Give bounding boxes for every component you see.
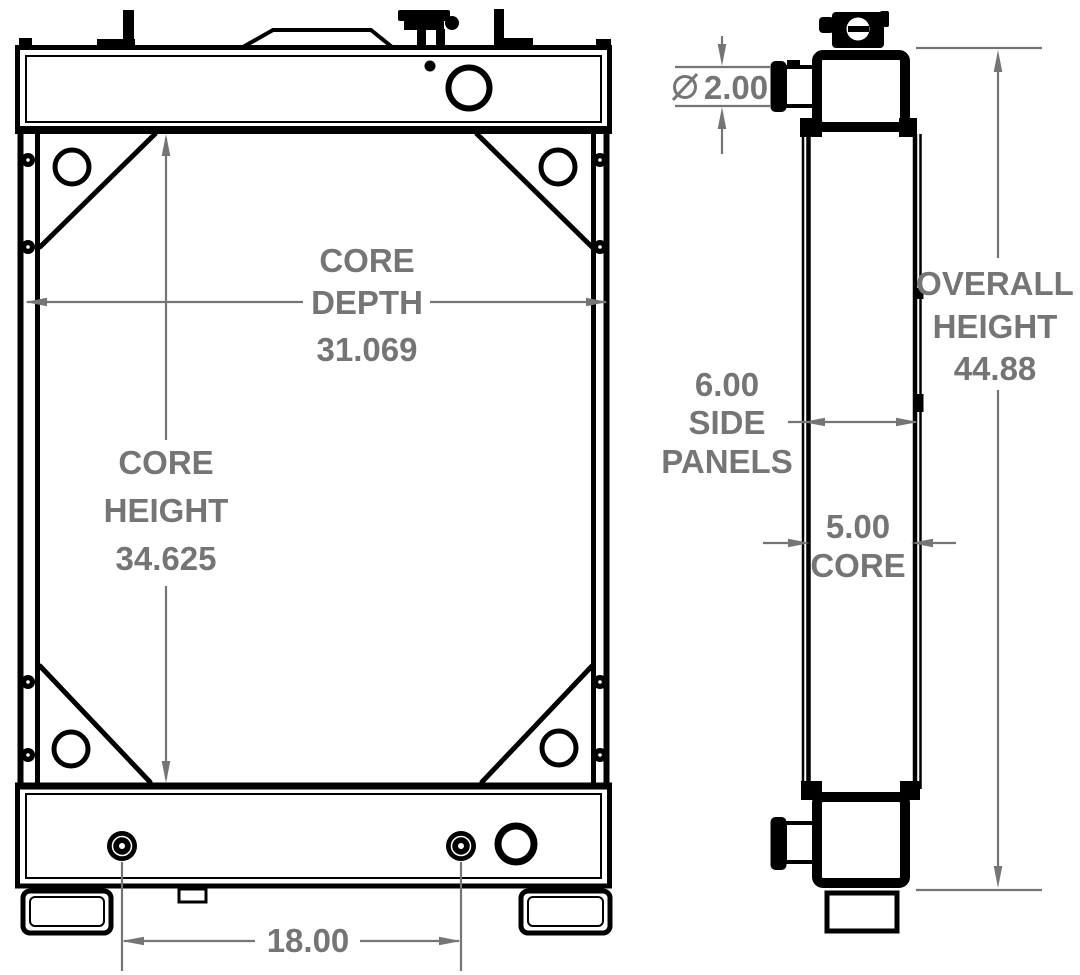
arrowhead-up-icon	[993, 50, 1003, 72]
filler-neck-right	[436, 29, 445, 48]
corner-hole-bottom-right	[539, 728, 579, 768]
arrowhead-left-icon	[25, 297, 47, 307]
core-depth-value: 31.069	[317, 331, 418, 368]
side-panels-label: SIDE	[688, 404, 765, 441]
channel-bolt-centers	[26, 158, 602, 757]
dimension-arrowheads	[25, 44, 1003, 946]
side-panels-value: 6.00	[695, 366, 759, 403]
side-foot	[824, 890, 900, 934]
side-panels-label: PANELS	[661, 443, 792, 480]
diameter-symbol-icon	[671, 72, 699, 102]
front-top-fittings	[19, 9, 611, 48]
arrowhead-left-icon	[803, 417, 825, 427]
gusset-top-right	[474, 131, 595, 250]
gusset-bottom-right	[479, 663, 595, 785]
core-height-label: CORE	[118, 444, 213, 481]
filler-cap-body	[404, 21, 444, 30]
top-tank-hump	[235, 28, 398, 49]
filler-neck-opening	[445, 64, 493, 112]
drain-fitting-left	[107, 831, 137, 861]
arrowhead-right-icon	[788, 538, 810, 548]
filler-neck-left	[417, 29, 426, 48]
overall-height-value: 44.88	[954, 350, 1037, 387]
side-view	[770, 11, 924, 934]
bottom-tab	[177, 887, 208, 904]
tank-corner-tab-left	[19, 38, 32, 47]
vent-hole	[424, 60, 436, 72]
foot-left-inner	[29, 896, 105, 927]
pipe-diameter-value: 2.00	[704, 69, 768, 106]
dimension-lines	[27, 36, 1042, 971]
arrowhead-left-icon	[122, 936, 144, 946]
mounting-bracket-left-base	[97, 39, 135, 48]
side-panel-tab	[914, 394, 924, 412]
tank-corner-tab-right	[596, 39, 611, 47]
gusset-top-left	[37, 131, 158, 250]
arrowhead-down-icon	[993, 866, 1003, 888]
mounting-bracket-right-post	[494, 9, 504, 40]
outlet-pipe-flange	[770, 817, 787, 870]
core-depth-label: CORE	[319, 242, 414, 279]
filler-cap-ear	[445, 16, 459, 30]
side-panel-tab	[914, 288, 924, 299]
core-height-value: 34.625	[116, 540, 217, 577]
foot-right-inner	[527, 896, 604, 927]
corner-hole-top-right	[538, 147, 578, 187]
overall-height-label: OVERALL	[916, 265, 1074, 302]
cap-tab	[880, 11, 889, 27]
side-top-tank	[812, 50, 910, 132]
cap-ear	[819, 17, 834, 33]
top-tank-outline	[15, 45, 612, 134]
core-depth-label: DEPTH	[311, 284, 423, 321]
foot-right	[518, 888, 613, 936]
arrowhead-right-icon	[586, 297, 608, 307]
dimension-labels: CORE DEPTH 31.069 CORE HEIGHT 34.625 18.…	[104, 69, 1074, 959]
mounting-bracket-left-post	[123, 10, 134, 41]
corner-hole-bottom-left	[51, 729, 91, 769]
overall-height-label: HEIGHT	[933, 308, 1058, 345]
drain-fitting-right	[446, 831, 476, 861]
core-height-label: HEIGHT	[104, 492, 229, 529]
arrowhead-up-icon	[161, 134, 171, 156]
core-thickness-value: 5.00	[826, 508, 890, 545]
arrowhead-left-icon	[911, 538, 933, 548]
cap-slot	[848, 26, 869, 32]
front-view	[15, 9, 613, 936]
arrowhead-down-icon	[717, 44, 727, 66]
inlet-pipe-collar	[787, 60, 800, 69]
fitting-spacing-value: 18.00	[267, 922, 350, 959]
bottom-tank-port	[494, 822, 538, 866]
mounting-bracket-right-base	[494, 38, 533, 47]
bottom-tank-inner-line	[25, 793, 602, 879]
arrowhead-down-icon	[161, 761, 171, 783]
corner-hole-top-left	[52, 147, 92, 187]
foot-left	[20, 888, 114, 936]
arrowhead-up-icon	[717, 107, 727, 129]
gusset-bottom-left	[37, 663, 153, 785]
side-bottom-tank	[812, 792, 910, 888]
arrowhead-right-icon	[439, 936, 461, 946]
arrowhead-right-icon	[896, 417, 918, 427]
filler-cap-top	[398, 10, 450, 21]
inlet-pipe-flange	[770, 61, 787, 112]
top-tank-inner-line	[25, 55, 602, 123]
core-thickness-label: CORE	[810, 547, 905, 584]
